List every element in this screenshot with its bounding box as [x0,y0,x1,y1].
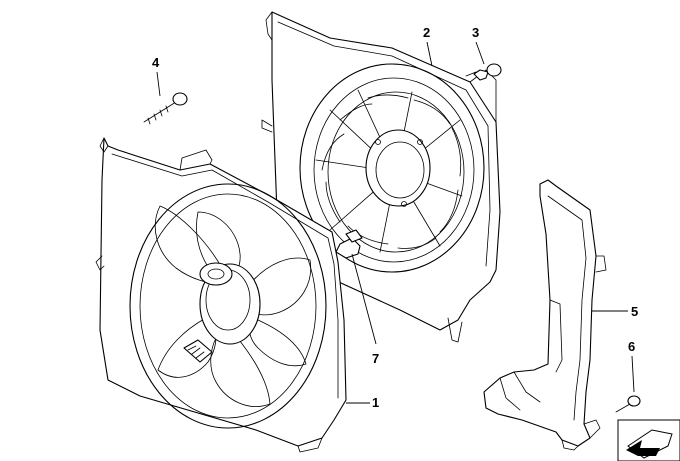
screw-6 [615,395,641,413]
clip-7 [335,229,363,259]
callout-6: 6 [628,339,636,354]
callout-2: 2 [423,25,431,40]
callout-3: 3 [472,25,480,40]
screw-3 [465,63,502,81]
callout-4: 4 [152,55,160,70]
fan-shroud-assembly [95,137,347,453]
bracket [483,179,607,451]
callout-5: 5 [631,304,639,319]
screw-4 [143,92,188,125]
leader-lines [156,41,635,404]
callout-1: 1 [372,395,380,410]
callout-7: 7 [372,351,380,366]
catalog-arrow-icon [617,419,680,461]
